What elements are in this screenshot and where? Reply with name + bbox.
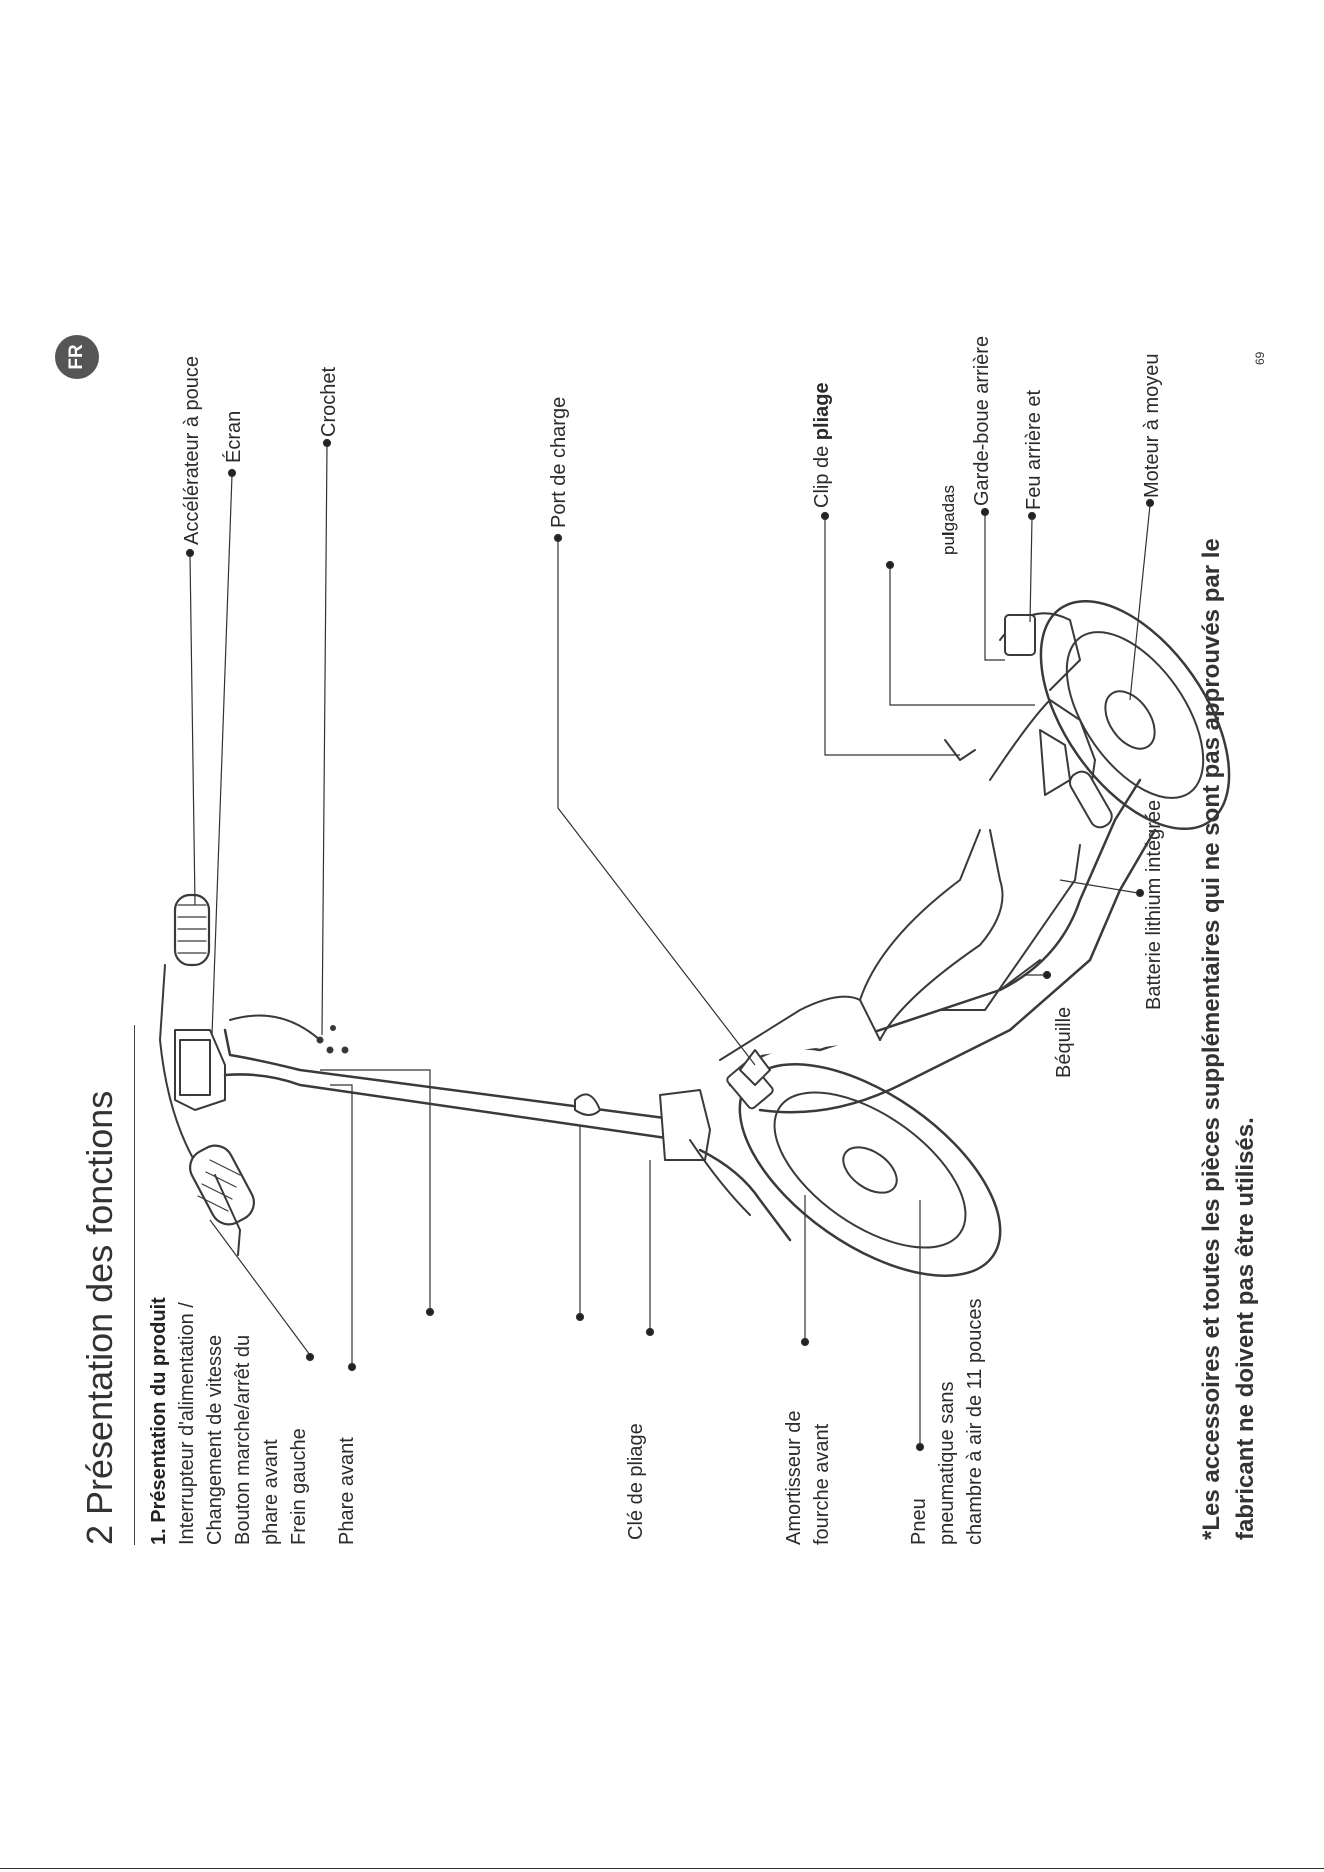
frame-body [719, 995, 881, 1061]
brake-lever [214, 1174, 241, 1256]
stem [223, 1028, 682, 1122]
right-grip [173, 893, 211, 967]
folding-clip [944, 739, 976, 761]
title-underline [134, 1025, 135, 1545]
left-grip [189, 1144, 255, 1226]
language-badge: FR [55, 335, 99, 379]
frame-neck [879, 829, 1004, 1041]
battery-housing [939, 844, 1081, 1011]
folding-collar [659, 1089, 711, 1161]
bottom-rule [0, 1868, 1324, 1869]
charge-port [739, 1049, 771, 1086]
kickstand [999, 959, 1041, 991]
front-fork [698, 1148, 792, 1242]
rear-wheel [1039, 599, 1231, 831]
